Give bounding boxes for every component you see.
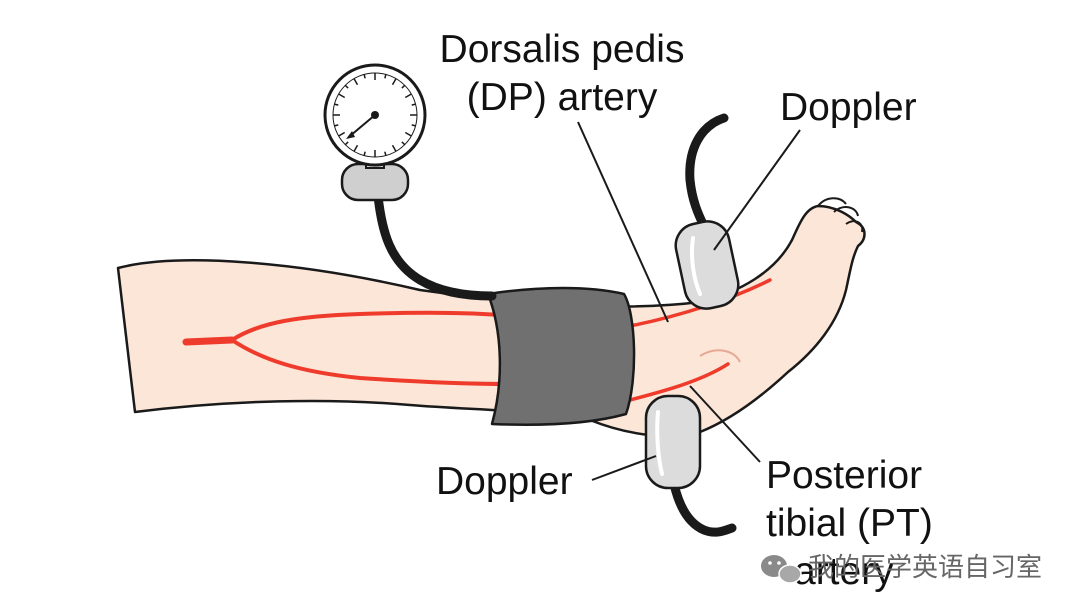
doppler-probe-dorsal [672,118,743,313]
label-dp-line1: Dorsalis pedis [440,28,685,71]
doppler-probe-bottom-body [646,396,700,488]
artery-split [186,340,232,342]
watermark-text: 我的医学英语自习室 [808,553,1042,583]
label-dp-line2: (DP) artery [467,76,658,119]
gauge-tick [334,125,338,126]
leg-and-foot [118,198,865,436]
doppler-cable-top [690,118,724,226]
leader-doppler-top [714,130,800,250]
cuff-body [488,288,634,425]
label-pt-line1: Posterior [766,454,922,497]
label-doppler-bottom: Doppler [436,460,573,503]
manometer-gauge [325,65,425,200]
bp-cuff [488,288,634,425]
leg-outline [118,206,865,436]
manometer-tube [378,196,492,296]
gauge-tick [364,152,365,156]
gauge-pivot [371,111,379,119]
label-doppler-top: Doppler [780,86,917,129]
gauge-tick [364,74,365,78]
gauge-base [342,164,408,200]
doppler-cable-bottom [674,484,732,532]
gauge-tick [385,152,386,156]
doppler-probe-top-body [672,217,743,312]
gauge-tick [334,104,338,105]
gauge-tick [412,104,416,105]
gauge-tick [385,74,386,78]
label-pt-line2: tibial (PT) [766,502,933,545]
gauge-tick [412,125,416,126]
